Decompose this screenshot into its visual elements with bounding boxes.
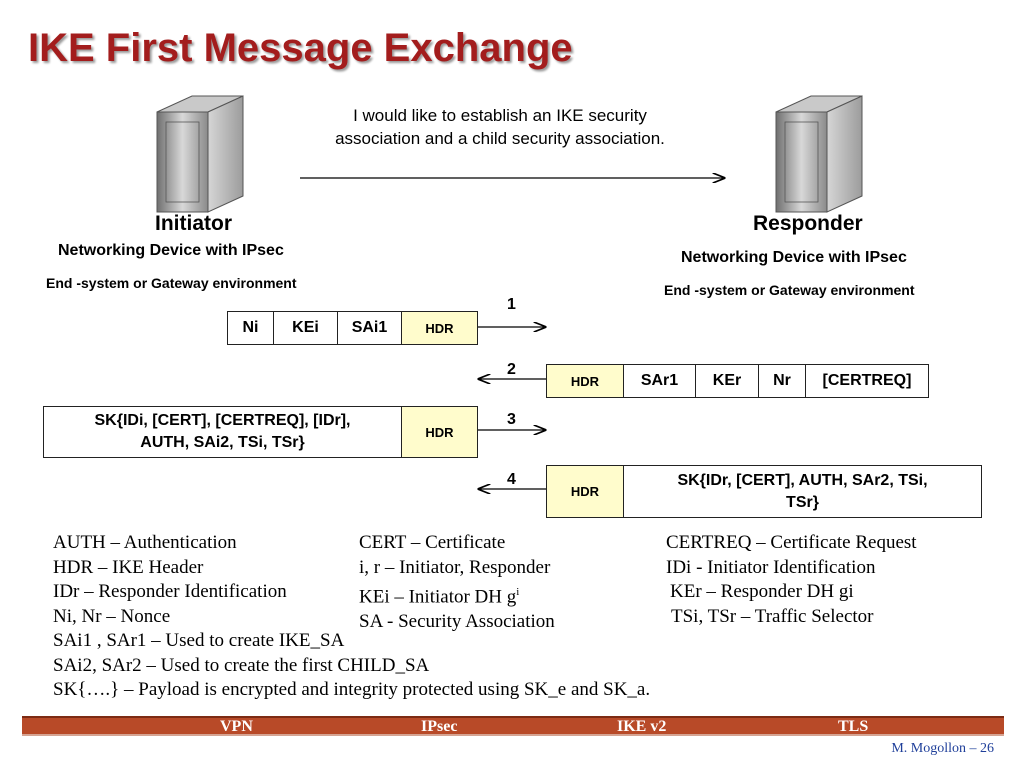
m2-nr-field: Nr: [758, 364, 806, 398]
message-4-number: 4: [507, 471, 516, 488]
m3-hdr-field: HDR: [401, 406, 478, 458]
m4-payload-field: SK{IDr, [CERT], AUTH, SAr2, TSi, TSr}: [623, 465, 982, 518]
m2-hdr-field: HDR: [546, 364, 624, 398]
responder-device-label: Networking Device with IPsec: [681, 249, 907, 266]
responder-label: Responder: [753, 212, 863, 235]
responder-env-label: End -system or Gateway environment: [664, 282, 915, 298]
m1-kei-field: KEi: [273, 311, 338, 345]
initiator-label: Initiator: [155, 212, 232, 235]
legend-nonce: Ni, Nr – Nonce: [53, 605, 171, 627]
m1-hdr-field: HDR: [401, 311, 478, 345]
message-2-number: 2: [507, 361, 516, 378]
legend-ker: KEr – Responder DH gi: [670, 581, 854, 602]
initiator-server-icon: [156, 95, 244, 213]
legend-hdr: HDR – IKE Header: [53, 556, 204, 578]
legend-sa: SA - Security Association: [359, 610, 555, 632]
footer-tls-link[interactable]: TLS: [838, 718, 869, 735]
m3-payload-field: SK{IDi, [CERT], [CERTREQ], [IDr], AUTH, …: [43, 406, 402, 458]
m2-ker-field: KEr: [695, 364, 759, 398]
initiator-env-label: End -system or Gateway environment: [46, 275, 297, 291]
legend-sai1: SAi1 , SAr1 – Used to create IKE_SA: [53, 630, 345, 651]
legend-sai2: SAi2, SAr2 – Used to create the first CH…: [53, 654, 430, 676]
slide-credit: M. Mogollon – 26: [891, 741, 994, 756]
m2-sar1-field: SAr1: [623, 364, 696, 398]
legend-auth: AUTH – Authentication: [53, 532, 237, 553]
message-3-number: 3: [507, 411, 516, 428]
legend-certreq: CERTREQ – Certificate Request: [666, 532, 917, 553]
message-1-number: 1: [507, 296, 516, 313]
legend-kei: KEi – Initiator DH gi: [359, 586, 520, 608]
legend-ts: TSi, TSr – Traffic Selector: [671, 605, 874, 627]
initiator-device-label: Networking Device with IPsec: [58, 242, 284, 259]
m1-sai1-field: SAi1: [337, 311, 402, 345]
m1-ni-field: Ni: [227, 311, 274, 345]
footer-vpn-link[interactable]: VPN: [220, 718, 253, 735]
legend-sk: SK{….} – Payload is encrypted and integr…: [53, 679, 651, 700]
footer-ikev2-link[interactable]: IKE v2: [617, 718, 667, 735]
responder-server-icon: [775, 95, 863, 213]
m2-certreq-field: [CERTREQ]: [805, 364, 929, 398]
legend-col-1: AUTH – Authentication HDR – IKE Header I…: [53, 531, 650, 703]
legend-idi: IDi - Initiator Identification: [666, 556, 876, 578]
page-title: IKE First Message Exchange: [28, 26, 573, 70]
m4-hdr-field: HDR: [546, 465, 624, 518]
request-text: I would like to establish an IKE securit…: [335, 106, 665, 148]
legend-ir: i, r – Initiator, Responder: [359, 556, 551, 578]
footer-ipsec-link[interactable]: IPsec: [421, 718, 458, 735]
legend-cert: CERT – Certificate: [359, 532, 506, 553]
legend-col-2: CERT – Certificate i, r – Initiator, Res…: [359, 531, 555, 634]
legend-col-3: CERTREQ – Certificate Request IDi - Init…: [666, 531, 917, 629]
legend-idr: IDr – Responder Identification: [53, 581, 287, 602]
footer-bar: [22, 716, 1004, 736]
